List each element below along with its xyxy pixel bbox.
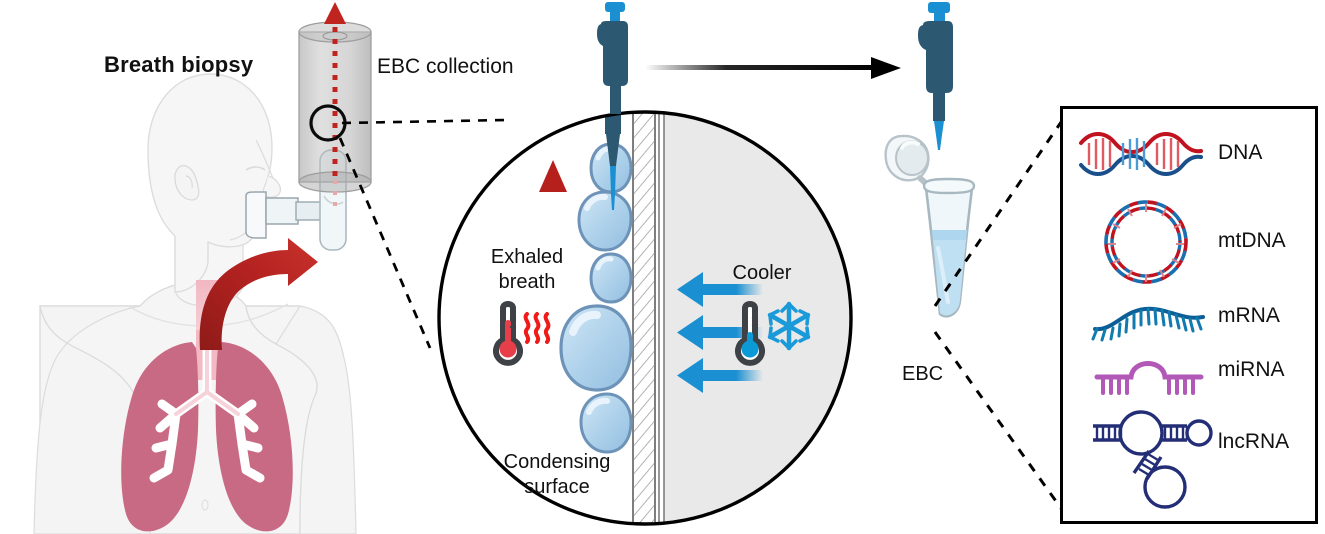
transfer-arrow-right <box>645 57 901 79</box>
panel-leader-lines <box>933 111 1070 519</box>
exhaled-breath-label-line1: Exhaled <box>490 246 564 268</box>
cooler-region <box>663 112 851 524</box>
ebc-collection-device <box>280 0 420 260</box>
ebc-sample-group <box>880 0 1010 360</box>
analyte-label-mrna: mRNA <box>1218 304 1280 327</box>
analyte-label-dna: DNA <box>1218 141 1263 164</box>
inset-circle-border <box>437 110 853 526</box>
pipette-and-tube-graphic <box>884 2 976 318</box>
ebc-label: EBC <box>902 363 944 385</box>
exhaled-breath-label-line2: breath <box>498 271 556 293</box>
circular-dna-icon <box>1091 187 1201 297</box>
page-title: Breath biopsy <box>104 52 254 77</box>
condensation-inset-graphic <box>437 110 853 526</box>
cooling-flow-arrows <box>677 272 763 393</box>
breath-biopsy-panel: Breath biopsy <box>0 0 420 534</box>
vapor-rise-arrow <box>539 160 567 428</box>
hot-thermometer-icon <box>493 301 551 366</box>
condensing-surface-label-line2: surface <box>524 476 590 498</box>
vapor-flow-arrow <box>324 2 346 206</box>
human-figure-graphic <box>33 73 357 534</box>
mrna-strand-icon <box>1089 295 1209 347</box>
exhaled-breath-arrow <box>199 238 318 350</box>
pipette-right <box>918 2 953 150</box>
collection-cylinder-graphic <box>298 2 372 251</box>
analyte-label-mtdna: mtDNA <box>1218 229 1286 252</box>
condensation-detail-inset: Exhaled breath Cooler Condensing surface <box>435 108 855 528</box>
callout-leader-lines <box>338 118 507 349</box>
lungs-graphic <box>121 342 293 532</box>
condensing-surface-label-line1: Condensing <box>503 451 611 473</box>
cooler-label: Cooler <box>732 262 792 284</box>
dna-double-helix-icon <box>1077 129 1205 179</box>
condensing-surface-wall <box>632 112 665 524</box>
pipette-tip-inset <box>605 112 621 210</box>
pipette-left-graphic <box>597 2 628 114</box>
lncrna-loop-icon <box>1087 401 1217 511</box>
analyte-panel: DNA mtDNA <box>1060 106 1318 524</box>
pipette-left <box>585 0 645 120</box>
mirna-hairpin-icon <box>1089 349 1209 401</box>
analyte-label-mirna: miRNA <box>1218 358 1285 381</box>
mouthpiece-graphic <box>245 191 323 239</box>
microcentrifuge-tube <box>884 134 976 318</box>
ebc-collection-label: EBC collection <box>377 55 514 78</box>
cold-thermometer-icon <box>735 301 811 366</box>
analyte-label-lncrna: lncRNA <box>1218 430 1290 453</box>
